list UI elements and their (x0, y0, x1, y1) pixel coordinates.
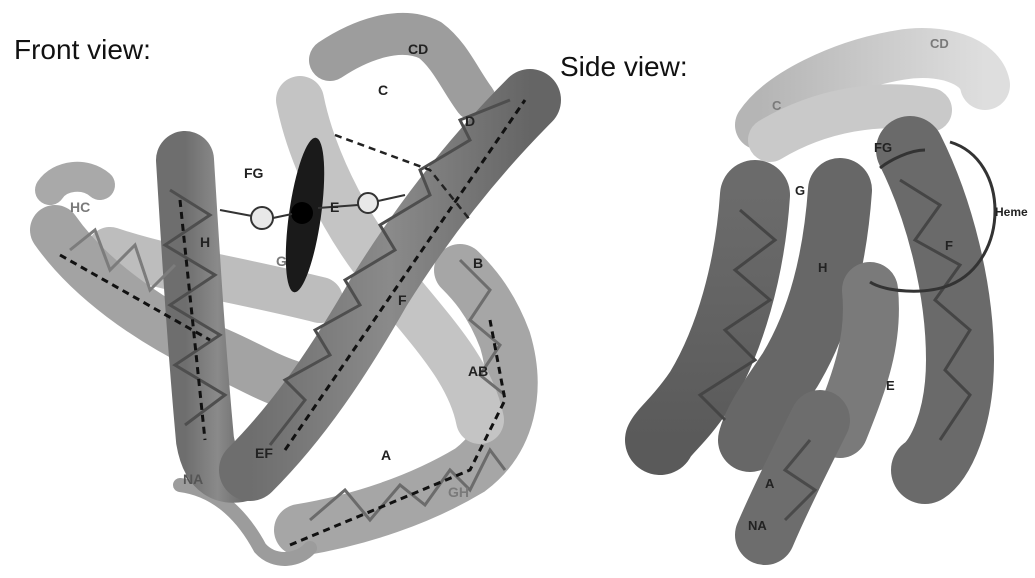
side-label-cd: CD (930, 36, 949, 51)
side-label-fg: FG (874, 140, 892, 155)
label-h: H (200, 234, 210, 250)
label-d: D (465, 113, 475, 129)
label-b: B (473, 255, 483, 271)
side-view-title: Side view: (560, 51, 688, 83)
side-label-f: F (945, 238, 953, 253)
hc-tail-ribbon (50, 177, 100, 190)
helix-c-ribbon (330, 34, 475, 100)
label-hc: HC (70, 199, 90, 215)
side-label-h: H (818, 260, 827, 275)
side-label-e: E (886, 378, 895, 393)
side-label-g: G (795, 183, 805, 198)
label-a: A (381, 447, 391, 463)
side-view-panel: CD C FG G Heme F H E A NA Side view: (540, 0, 1035, 578)
proximal-histidine (220, 207, 292, 229)
label-gh: GH (448, 484, 469, 500)
label-c: C (378, 82, 388, 98)
label-e: E (330, 199, 339, 215)
label-fg: FG (244, 165, 264, 181)
label-cd: CD (408, 41, 428, 57)
side-label-heme: Heme (995, 205, 1028, 219)
label-g: G (276, 253, 287, 269)
label-ef: EF (255, 445, 273, 461)
front-view-diagram: CD C D E F FG G HC H B AB A EF NA GH (0, 0, 560, 578)
side-view-diagram: CD C FG G Heme F H E A NA (540, 0, 1035, 578)
front-view-panel: CD C D E F FG G HC H B AB A EF NA GH Fro… (0, 0, 560, 578)
side-label-c: C (772, 98, 782, 113)
label-f: F (398, 292, 407, 308)
heme-iron (291, 202, 313, 224)
label-ab: AB (468, 363, 488, 379)
side-label-a: A (765, 476, 775, 491)
label-na: NA (183, 471, 203, 487)
side-label-na: NA (748, 518, 767, 533)
front-view-title: Front view: (14, 34, 151, 66)
